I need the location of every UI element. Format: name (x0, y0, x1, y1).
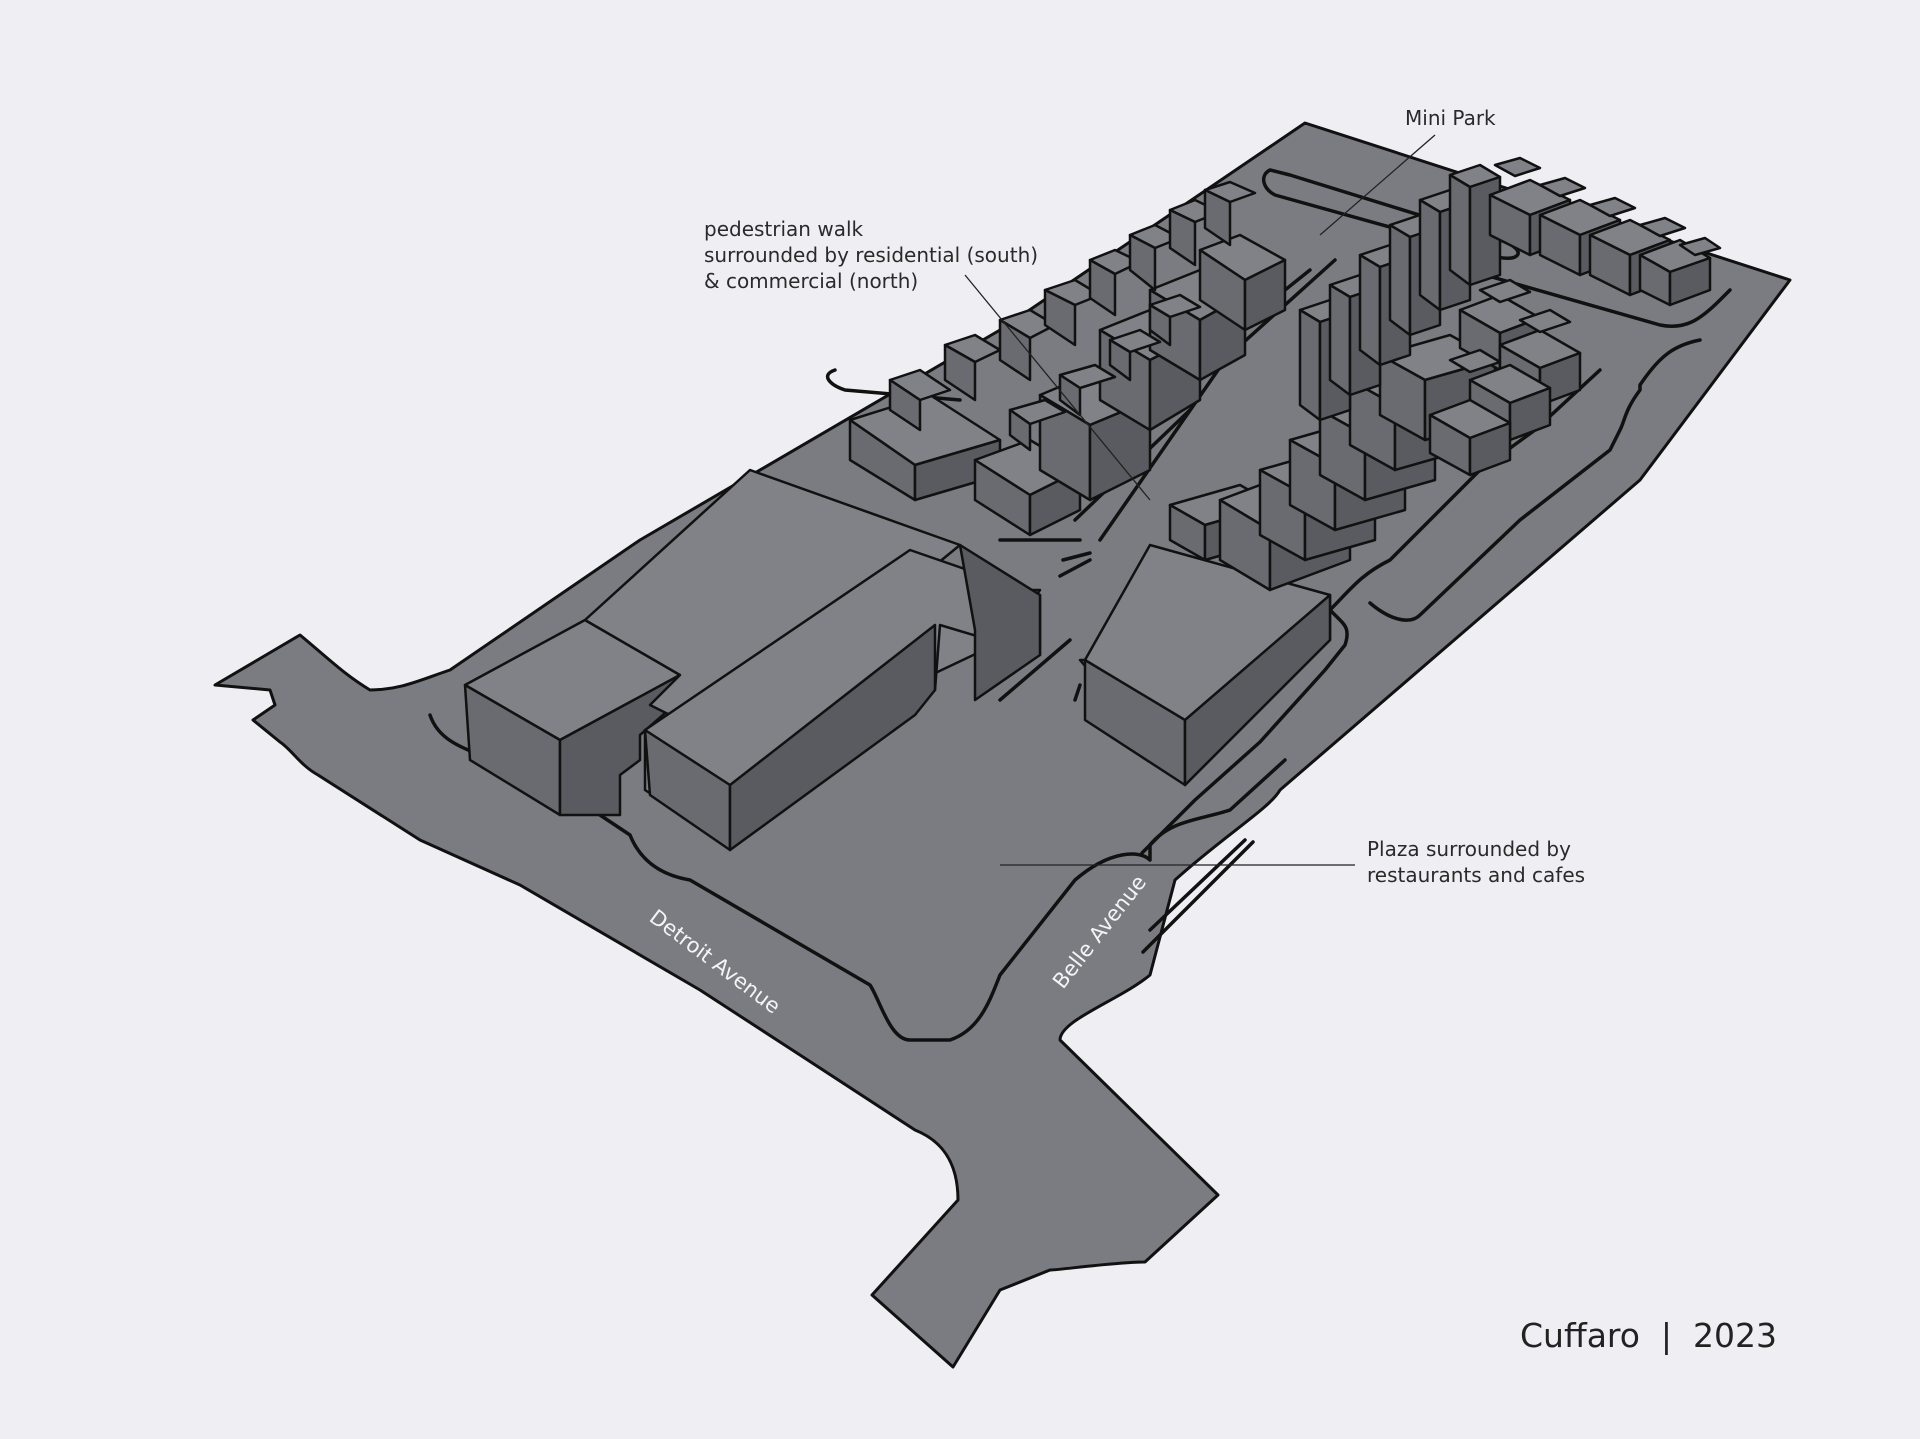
plaza-label-line-1: Plaza surrounded by (1367, 837, 1571, 861)
pedestrian-walk-label-line-1: pedestrian walk (704, 217, 864, 241)
credit-label: Cuffaro | 2023 (1520, 1316, 1777, 1355)
pedestrian-walk-leader (964, 274, 1151, 501)
annotations: Mini Park pedestrian walk surrounded by … (704, 106, 1585, 887)
leader-lines (964, 134, 1436, 866)
pedestrian-walk-label-line-2: surrounded by residential (south) (704, 243, 1038, 267)
east-row-houses (1428, 156, 1722, 477)
plaza-building (1078, 543, 1332, 787)
site-ground (213, 121, 1792, 1369)
residential-rows-south (848, 180, 1287, 537)
mini-park-label: Mini Park (1405, 106, 1496, 130)
mini-park-leader (1319, 134, 1436, 236)
pedestrian-walk-label-line-3: & commercial (north) (704, 269, 918, 293)
plaza-label-line-2: restaurants and cafes (1367, 863, 1585, 887)
large-building-block (463, 468, 1042, 852)
